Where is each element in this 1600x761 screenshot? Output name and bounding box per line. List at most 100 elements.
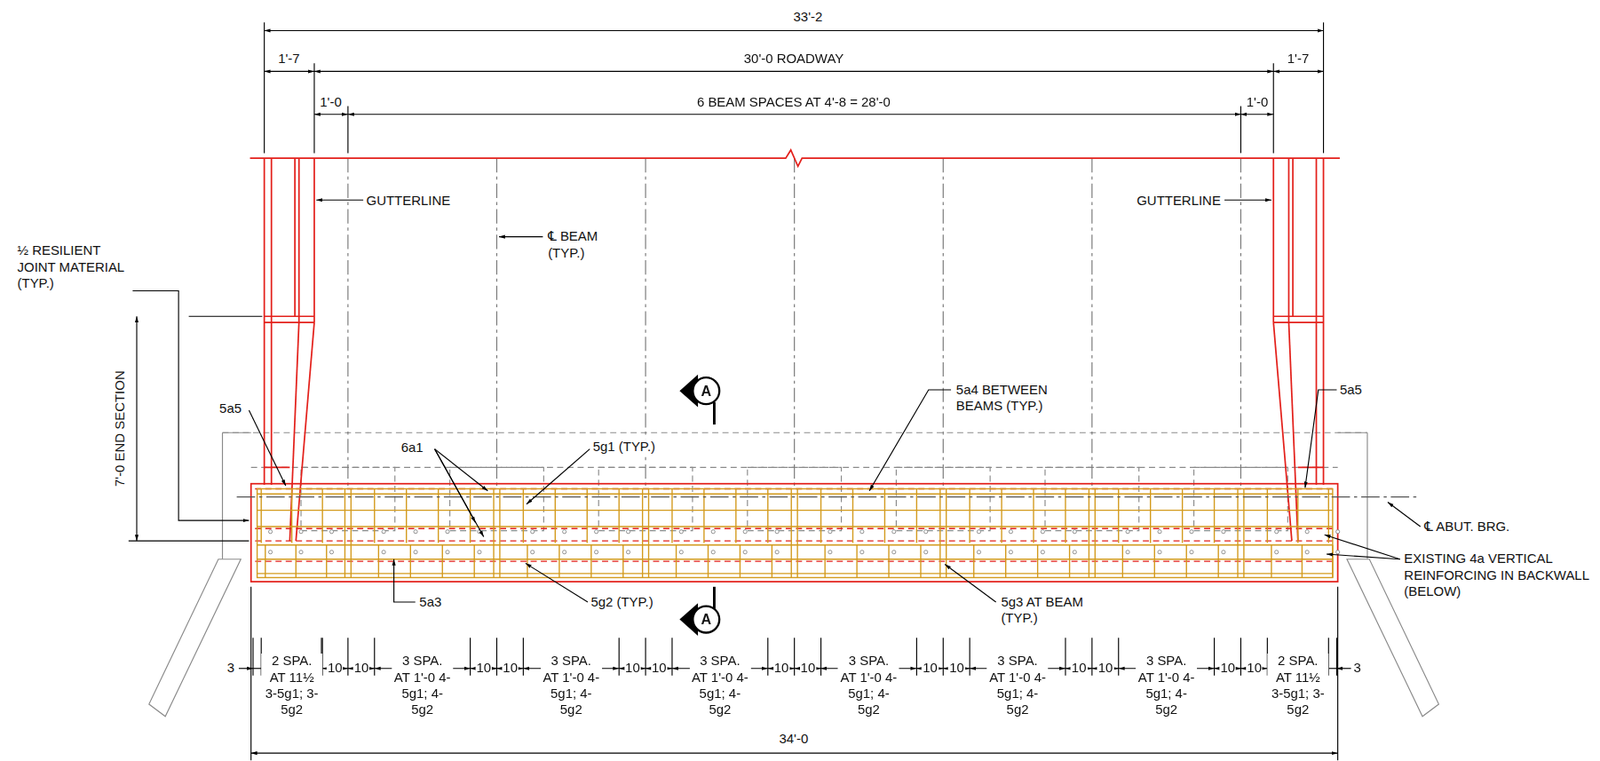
bar-dot xyxy=(1221,530,1226,534)
spacing-dimension: 10 xyxy=(1219,660,1236,677)
stirrup-5g2 xyxy=(823,545,825,579)
extension-line xyxy=(916,637,918,676)
stirrup-5g2 xyxy=(442,545,444,579)
bar-5g3 xyxy=(492,488,494,578)
bar-dot xyxy=(892,550,896,555)
dimension-text: 7'-0 END SECTION xyxy=(111,369,128,488)
stirrup-5g2 xyxy=(1331,545,1333,579)
section-letter: A xyxy=(699,382,713,399)
bar-5g3 xyxy=(945,488,947,578)
bar-dot xyxy=(299,550,303,555)
stirrup-5g2 xyxy=(855,545,857,579)
bar-dot xyxy=(1336,530,1340,534)
dimension-line xyxy=(1336,667,1351,669)
bar-dot xyxy=(1072,530,1077,534)
reinforcing-bars xyxy=(257,488,1333,578)
extension-line xyxy=(373,637,375,676)
stirrup-5g2 xyxy=(739,545,741,579)
spacing-dimension: 3 SPA. AT 1'-0 4-5g1; 4-5g2 xyxy=(838,653,900,720)
stirrup-5g2 xyxy=(1069,545,1070,579)
bar-dot xyxy=(892,530,896,534)
bar-dot xyxy=(1336,550,1340,555)
top-dimensions xyxy=(264,22,1324,153)
dimension-text: 34'-0 xyxy=(777,730,809,747)
stirrup-5g2 xyxy=(622,545,624,579)
stirrup-5g1 xyxy=(469,488,471,543)
extension-line xyxy=(496,637,498,676)
stirrup-5g2 xyxy=(1005,545,1006,579)
spacing-dimension: 3 xyxy=(1352,660,1363,677)
stirrup-5g2 xyxy=(919,545,921,579)
stirrup-5g1 xyxy=(618,488,620,543)
bar-dot xyxy=(1275,550,1279,555)
bar-dot xyxy=(445,550,450,555)
bar-dot xyxy=(1008,550,1013,555)
beam-centerline xyxy=(942,158,944,488)
bar-5g3 xyxy=(344,488,346,578)
bar-dot xyxy=(679,550,683,555)
stirrup-5g2 xyxy=(410,545,412,579)
bar-dot xyxy=(413,530,418,534)
bar-5g3 xyxy=(1088,488,1090,578)
stirrup-5g2 xyxy=(707,545,709,579)
spacing-dimension: 10 xyxy=(921,660,939,677)
bar-dot xyxy=(1157,530,1162,534)
bar-dot xyxy=(743,550,747,555)
bar-5g3 xyxy=(350,488,352,578)
bar-dot xyxy=(1072,550,1077,555)
bar-dot xyxy=(976,530,981,534)
stirrup-5g1 xyxy=(820,488,822,543)
bar-5g3 xyxy=(648,488,650,578)
dimension-line xyxy=(253,667,262,669)
bar-dot xyxy=(1040,530,1045,534)
bar-dot xyxy=(594,550,599,555)
bar-dot xyxy=(594,530,599,534)
spacing-dimension: 10 xyxy=(1245,660,1263,677)
extension-line xyxy=(1064,637,1066,676)
spacing-dimension: 3 SPA. AT 1'-0 4-5g1; 4-5g2 xyxy=(1135,653,1197,720)
beam-centerline xyxy=(496,158,498,488)
bar-dot xyxy=(530,550,535,555)
stirrup-5g1 xyxy=(1181,488,1183,543)
bar-dot xyxy=(268,530,272,534)
bar-dot xyxy=(329,550,333,555)
spacing-dimension: 3 SPA. AT 1'-0 4-5g1; 4-5g2 xyxy=(540,653,602,720)
extension-line xyxy=(793,637,795,676)
dimension-text: 1'-7 xyxy=(277,50,301,67)
spacing-dimension: 3 SPA. AT 1'-0 4-5g1; 4-5g2 xyxy=(987,653,1049,720)
bar-dot xyxy=(828,530,832,534)
stirrup-5g2 xyxy=(1301,545,1303,579)
stirrup-5g2 xyxy=(1270,545,1272,579)
extension-line xyxy=(1091,637,1093,676)
beam-centerline xyxy=(1240,158,1242,488)
bar-dot xyxy=(775,550,779,555)
bar-5g3 xyxy=(499,488,500,578)
dimension-text: 1'-7 xyxy=(1286,50,1311,67)
bar-5g3 xyxy=(1094,488,1096,578)
bar-dot xyxy=(1189,530,1194,534)
bar-dot xyxy=(562,550,567,555)
bar-5g3 xyxy=(791,488,793,578)
stirrup-5g1 xyxy=(1032,488,1034,543)
stirrup-5g1 xyxy=(884,488,886,543)
stirrup-5g2 xyxy=(1217,545,1219,579)
bar-dot xyxy=(1221,550,1226,555)
bar-dot xyxy=(711,550,715,555)
spacing-dimension: 2 SPA. AT 11½ 3-5g1; 3-5g2 xyxy=(1267,653,1329,720)
bar-dot xyxy=(976,550,981,555)
extension-line xyxy=(1240,637,1242,676)
spacing-dimension: 3 xyxy=(226,660,237,677)
stirrup-5g2 xyxy=(295,545,297,579)
stirrup-5g1 xyxy=(671,488,673,543)
stirrup-5g2 xyxy=(558,545,560,579)
new-concrete xyxy=(250,150,1340,582)
bar-dot xyxy=(1008,530,1013,534)
stirrup-5g1 xyxy=(373,488,375,543)
bar-dot xyxy=(413,550,418,555)
dimension-text: 1'-0 xyxy=(1245,94,1270,111)
extension-line xyxy=(820,637,822,676)
stirrup-5g2 xyxy=(526,545,528,579)
spacing-dimension: 10 xyxy=(773,660,791,677)
stirrup-5g1 xyxy=(321,488,323,543)
